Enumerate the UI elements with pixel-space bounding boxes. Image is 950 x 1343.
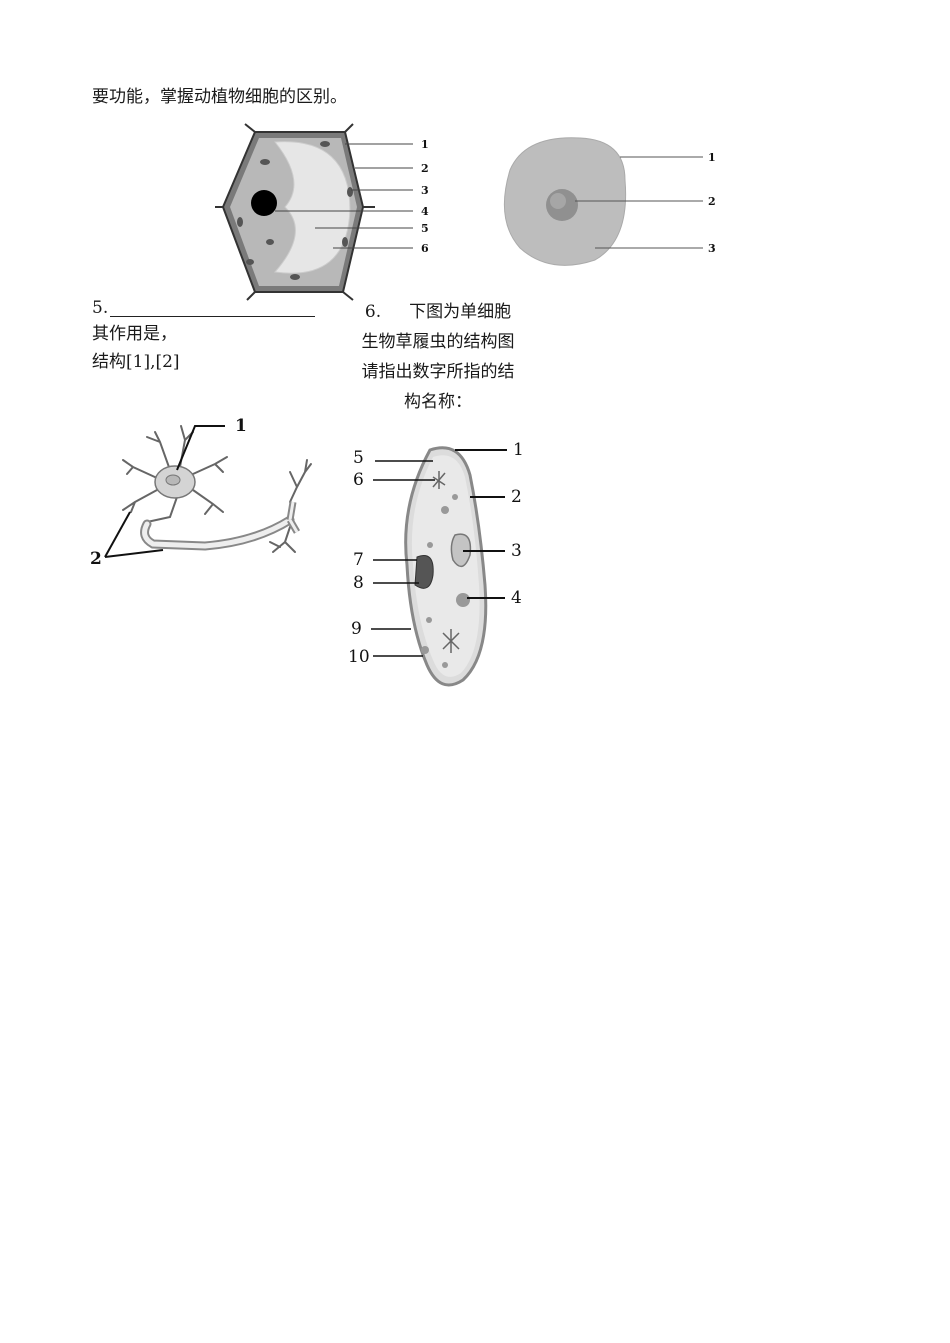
paramecium-label-7: 7 <box>353 550 364 570</box>
paramecium-label-10: 10 <box>348 647 370 667</box>
neuron-label-1: 1 <box>235 416 247 436</box>
q6-text: 6. 下图为单细胞 生物草履虫的结构图 请指出数字所指的结 构名称： <box>348 297 528 417</box>
plant-label-1: 1 <box>421 138 429 151</box>
plant-label-6: 6 <box>421 242 429 255</box>
plant-label-3: 3 <box>421 184 429 197</box>
plant-label-4: 4 <box>421 205 429 218</box>
paramecium-label-9: 9 <box>351 619 362 639</box>
animal-label-2: 2 <box>708 195 716 208</box>
paramecium-label-2: 2 <box>511 487 522 507</box>
animal-label-3: 3 <box>708 242 716 255</box>
plant-label-5: 5 <box>421 222 429 235</box>
paramecium-label-5: 5 <box>353 448 364 468</box>
q6-line-1-text: 下图为单细胞 <box>409 302 512 322</box>
q6-line-2: 生物草履虫的结构图 <box>361 332 515 352</box>
paramecium-label-3: 3 <box>511 541 522 561</box>
animal-label-1: 1 <box>708 151 716 164</box>
paramecium-label-6: 6 <box>353 470 364 490</box>
paramecium-diagram: 1 2 3 4 5 6 7 8 9 10 <box>348 440 524 687</box>
q6-line-3: 请指出数字所指的结 <box>361 362 515 382</box>
paramecium-label-1: 1 <box>513 440 524 460</box>
q5-line-2: 其作用是， <box>92 324 177 344</box>
plant-label-2: 2 <box>421 162 429 175</box>
plant-cell-diagram: 1 2 3 4 5 6 <box>215 123 429 301</box>
animal-cell-diagram: 1 2 3 <box>503 137 716 266</box>
paramecium-label-4: 4 <box>511 588 522 608</box>
paramecium-label-8: 8 <box>353 573 364 593</box>
q5-line-1: 5. <box>92 298 316 318</box>
q6-number: 6. <box>364 302 382 322</box>
neuron-diagram: 1 2 <box>90 416 312 569</box>
neuron-label-2: 2 <box>90 549 102 569</box>
intro-text: 要功能，掌握动植物细胞的区别。 <box>92 87 347 107</box>
q5-line-3: 结构[1],[2] <box>92 352 180 372</box>
q6-line-4: 构名称： <box>404 392 472 412</box>
q5-number: 5. <box>92 298 109 318</box>
q5-answer-blank[interactable] <box>110 304 316 317</box>
q6-line-1: 6. 下图为单细胞 <box>348 297 528 327</box>
